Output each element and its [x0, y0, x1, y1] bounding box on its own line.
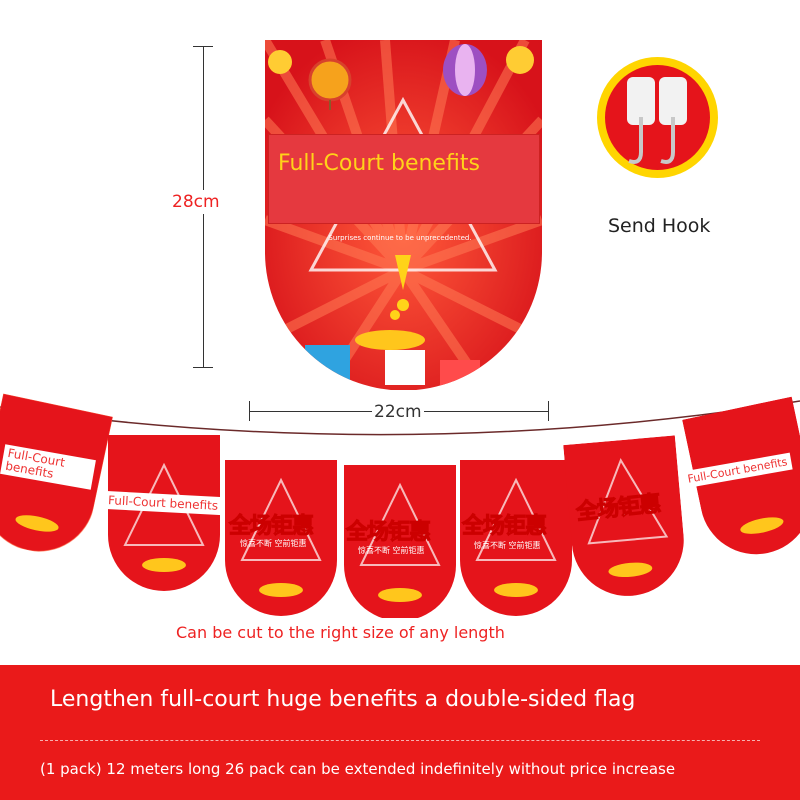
- pennant-string: [0, 400, 800, 436]
- hook-label: Send Hook: [608, 215, 711, 237]
- cut-note-box: [168, 618, 646, 652]
- hook-image: [597, 57, 718, 178]
- pennant-4: [344, 465, 456, 625]
- main-flag-subtitle: Surprises continue to be unprecedented.: [328, 234, 472, 242]
- height-dim-cap-bottom: [193, 367, 213, 368]
- bottom-banner: [0, 665, 800, 800]
- width-dim-cap-right: [548, 401, 549, 421]
- pennant-5-subtitle: 惊喜不断 空前钜惠: [474, 541, 541, 550]
- main-flag-label-box: [268, 134, 540, 224]
- pennant-5-title: 全场钜惠: [461, 514, 547, 540]
- width-dim-cap-left: [249, 401, 250, 421]
- width-dim-label: 22cm: [372, 402, 424, 422]
- main-flag-label: Full-Court benefits: [278, 151, 480, 176]
- pennant-4-subtitle: 惊喜不断 空前钜惠: [358, 546, 425, 555]
- banner-title: Lengthen full-court huge benefits a doub…: [50, 687, 636, 712]
- pennant-3-title: 全场钜惠: [228, 514, 314, 540]
- pennant-6: [563, 435, 684, 600]
- pennant-5: [460, 460, 572, 620]
- pennant-4-title: 全场钜惠: [345, 520, 431, 546]
- cut-note: Can be cut to the right size of any leng…: [176, 623, 505, 642]
- height-dim-label: 28cm: [172, 190, 220, 214]
- height-dim-cap-top: [193, 46, 213, 47]
- banner-footer: (1 pack) 12 meters long 26 pack can be e…: [40, 760, 676, 778]
- banner-divider: [40, 740, 760, 741]
- pennant-3-subtitle: 惊喜不断 空前钜惠: [240, 539, 307, 548]
- pennant-3: [225, 460, 337, 620]
- pennant-2: [108, 435, 220, 595]
